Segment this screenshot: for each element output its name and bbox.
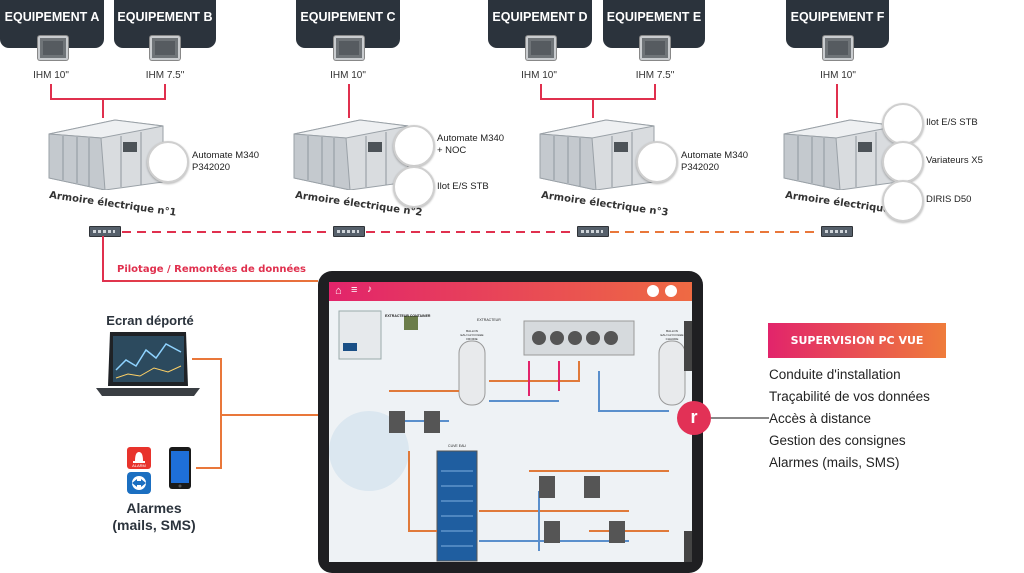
ballon2-label: BALLON EAU GLYCOLEE CHAUDE [660,329,684,341]
ihm-label: IHM 10" [521,70,557,81]
user-icon[interactable] [647,285,659,297]
connector-line [711,417,769,419]
device-label: Automate M340 + NOC [437,133,505,156]
scada-screen: ⌂ ≡ ♪ EXTRACTEUR CONTAINER EXTRACTEUR BA… [329,282,692,562]
connector-line [192,358,222,360]
connector-line [102,236,104,281]
device-label: Variateurs X5 [926,155,983,166]
connector-line [102,98,104,118]
hmi-screen-icon [640,36,670,60]
feature-item: Alarmes (mails, SMS) [769,455,900,470]
connector-line [836,84,838,118]
plc-device-icon [147,141,189,183]
scada-topbar [329,282,692,301]
hmi-screen-icon [526,36,556,60]
extracteur2-label: EXTRACTEUR [477,318,501,322]
alarms-label: Alarmes (mails, SMS) [112,500,196,533]
hmi-screen-icon [150,36,180,60]
bell-icon[interactable]: ♪ [367,284,372,295]
device-label: Ilot E/S STB [437,181,489,192]
hmi-screen-icon [823,36,853,60]
power-meter-icon [882,180,924,222]
connector-line [654,84,656,100]
device-label: Automate M340 P342020 [192,150,260,173]
teamviewer-icon [127,472,151,494]
ihm-label: IHM 7.5" [635,70,675,81]
cabinet-label: Armoire électrique n°3 [540,190,670,219]
connector-line [220,358,222,468]
smartphone-icon [169,447,191,489]
hmi-screen-icon [334,36,364,60]
cabinet-label: Armoire électrique n°1 [48,190,178,219]
device-label: Automate M340 P342020 [681,150,749,173]
connector-line [540,98,656,100]
connector-line [164,84,166,100]
connector-line [220,414,318,416]
ihm-label: IHM 10" [330,70,366,81]
electrical-cabinet [539,119,655,190]
alarm-icon [127,447,151,469]
supervision-tablet: ⌂ ≡ ♪ EXTRACTEUR CONTAINER EXTRACTEUR BA… [318,271,703,573]
ihm-label: IHM 7.5" [145,70,185,81]
connector-line [348,84,350,118]
connector-line [50,98,166,100]
hmi-screen-icon [38,36,68,60]
connector-line [50,84,52,100]
ballon1-label: BALLON EAU GLYCOLEE FROIDE [460,329,484,341]
plc-device-icon [636,141,678,183]
device-label: Ilot E/S STB [926,117,978,128]
electrical-cabinet [293,119,409,190]
network-switch-icon [821,226,853,237]
electrical-cabinet [783,119,899,190]
connector-line [540,84,542,100]
feature-item: Conduite d'installation [769,367,901,382]
network-switch-icon [577,226,609,237]
menu-icon[interactable]: ≡ [351,284,358,296]
supervision-badge: SUPERVISION PC VUE [768,323,946,358]
plc-device-icon [393,125,435,167]
feature-item: Traçabilité de vos données [769,389,930,404]
network-bus [366,231,576,233]
alarm-icon-text: ALARM [132,463,146,468]
io-island-icon [882,103,924,145]
feature-item: Accès à distance [769,411,872,426]
connector-line [102,280,318,282]
network-switch-icon [89,226,121,237]
pilotage-label: Pilotage / Remontées de données [117,264,307,275]
brand-logo-icon: r [677,401,711,435]
cuve-label: CUVE EAU [448,444,466,448]
extracteur-label: EXTRACTEUR CONTAINER [385,314,431,318]
connector-line [592,98,594,118]
home-icon[interactable]: ⌂ [335,285,342,297]
network-switch-icon [333,226,365,237]
ihm-label: IHM 10" [33,70,69,81]
network-bus [610,231,820,233]
process-diagram [329,310,692,562]
electrical-cabinet [48,119,164,190]
device-label: DIRIS D50 [926,194,972,205]
remote-screen-label: Ecran déporté [106,313,194,328]
network-bus [122,231,332,233]
drive-icon [882,141,924,183]
ihm-label: IHM 10" [820,70,856,81]
io-island-icon [393,166,435,208]
settings-icon[interactable] [665,285,677,297]
feature-item: Gestion des consignes [769,433,906,448]
laptop-icon [96,332,200,396]
connector-line [196,467,222,469]
